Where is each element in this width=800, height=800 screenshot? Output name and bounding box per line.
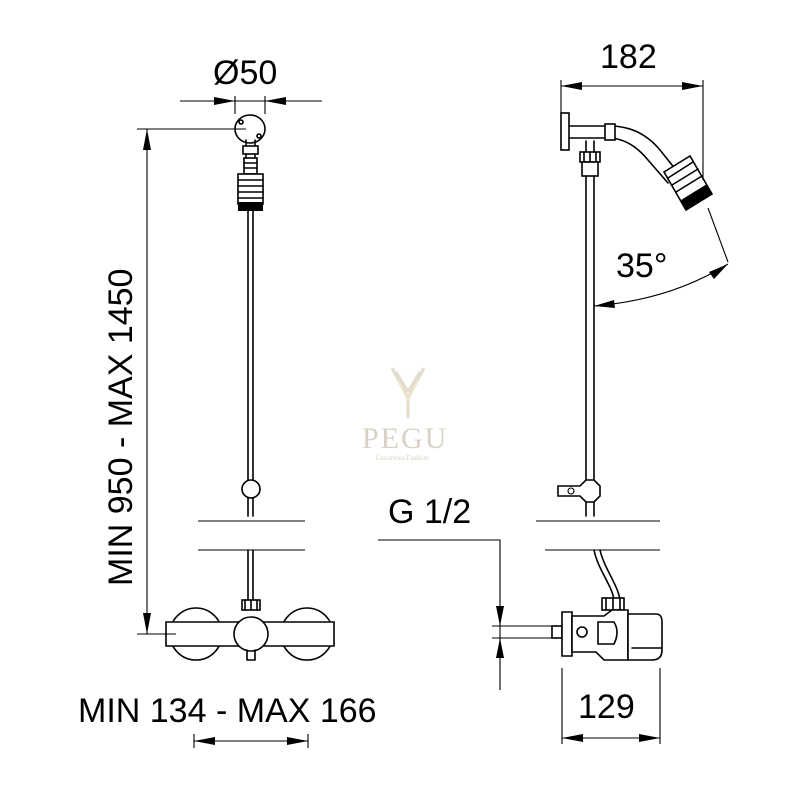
dimension-lines [137,80,729,748]
watermark-logo: PEGU Luxurious Fashion [362,367,448,462]
dim-body-depth: 129 [578,688,635,726]
dim-thread: G 1/2 [388,493,471,531]
dim-tilt-angle: 35° [616,247,667,285]
front-view [165,114,335,661]
watermark-brand: PEGU [362,422,448,455]
dim-centers: MIN 134 - MAX 166 [78,692,377,730]
side-view [536,112,729,661]
watermark-tagline: Luxurious Fashion [376,454,429,462]
dim-head-diameter: Ø50 [213,54,277,92]
dim-arm-projection: 182 [600,38,657,76]
dim-rail-height: MIN 950 - MAX 1450 [102,269,140,586]
